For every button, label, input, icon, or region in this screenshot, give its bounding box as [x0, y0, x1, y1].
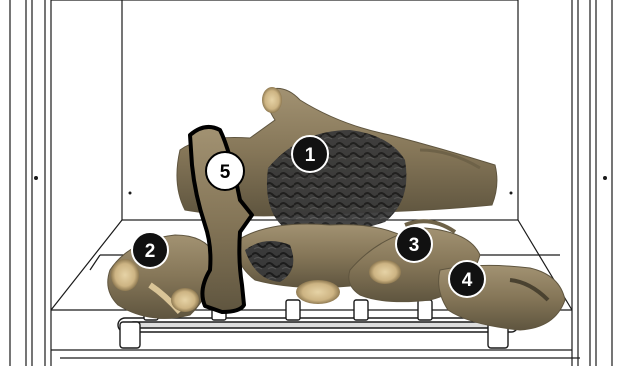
callout-5: 5: [206, 152, 244, 190]
callout-4: 4: [449, 261, 485, 297]
callout-4-number: 4: [462, 270, 473, 291]
callout-1-number: 1: [305, 145, 316, 166]
callout-2-number: 2: [145, 241, 156, 262]
callout-2: 2: [132, 232, 168, 268]
callout-5-number: 5: [220, 162, 231, 183]
callout-3-number: 3: [409, 235, 420, 256]
callout-1: 1: [292, 136, 328, 172]
callout-3: 3: [396, 226, 432, 262]
